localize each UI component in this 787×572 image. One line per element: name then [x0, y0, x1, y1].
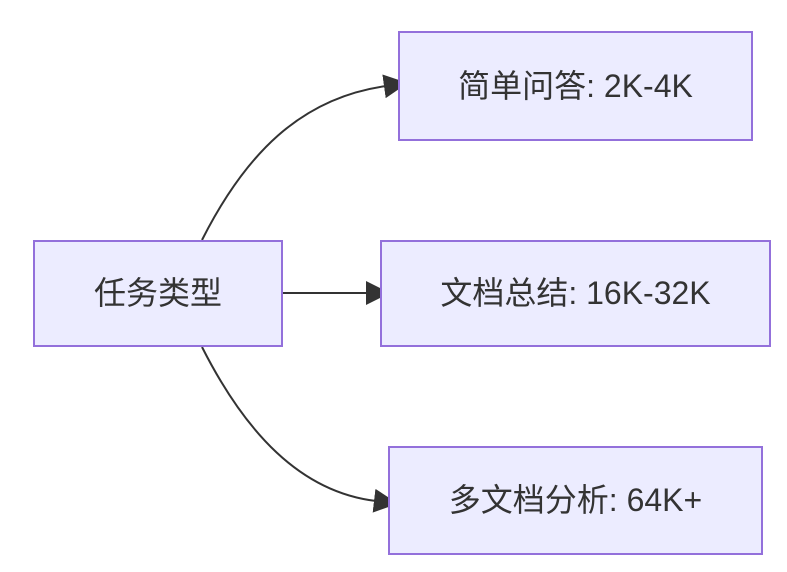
node-simple-qa: 简单问答: 2K-4K — [398, 31, 753, 141]
node-task-type-label: 任务类型 — [93, 275, 222, 312]
node-simple-qa-label: 简单问答: 2K-4K — [458, 67, 693, 104]
node-task-type: 任务类型 — [33, 240, 283, 347]
node-multi-doc-label: 多文档分析: 64K+ — [448, 482, 703, 519]
node-doc-summary: 文档总结: 16K-32K — [380, 240, 771, 347]
node-doc-summary-label: 文档总结: 16K-32K — [440, 275, 711, 312]
edge-task-type-to-multi-doc — [201, 346, 398, 513]
node-multi-doc: 多文档分析: 64K+ — [388, 446, 763, 555]
edge-task-type-to-simple-qa — [201, 74, 408, 241]
